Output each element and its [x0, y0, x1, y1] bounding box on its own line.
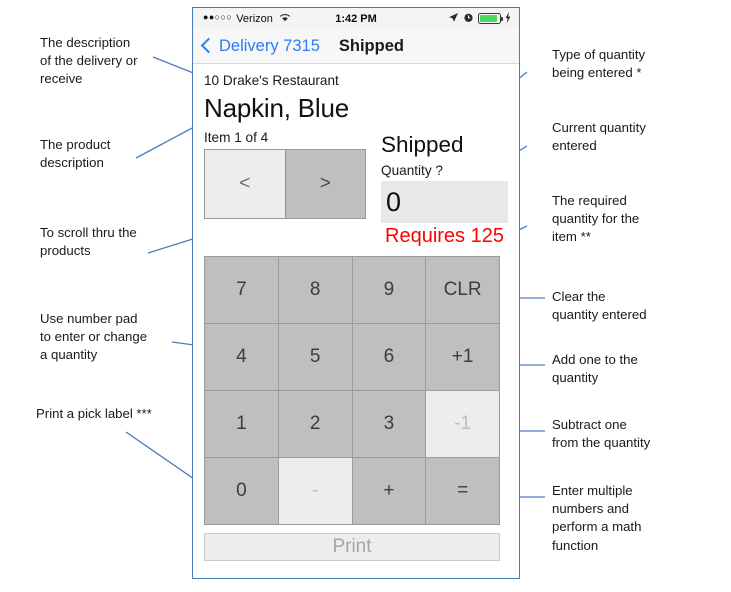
quantity-input[interactable]: 0 [381, 181, 508, 223]
delivery-description: 10 Drake's Restaurant [204, 73, 339, 88]
annotation-required-quantity: The required quantity for the item ** [552, 193, 640, 245]
annotation-add-one: Add one to the quantity [552, 352, 638, 386]
quantity-column: Shipped Quantity ? 0 Requires 125 [370, 130, 508, 248]
product-description: Napkin, Blue [204, 93, 350, 123]
status-bar-left: ●●○○○ Verizon [203, 13, 291, 25]
back-button[interactable]: Delivery 7315 [200, 36, 320, 56]
item-and-quantity-row: Item 1 of 4 < > Shipped Quantity ? 0 Req… [204, 130, 508, 248]
back-button-label: Delivery 7315 [219, 36, 320, 55]
key-plus[interactable]: + [352, 458, 426, 524]
key-1[interactable]: 1 [205, 391, 278, 457]
status-bar-right [448, 11, 511, 26]
lightning-bolt-icon [505, 11, 511, 26]
location-arrow-icon [448, 12, 459, 26]
key-4[interactable]: 4 [205, 324, 278, 390]
key-8[interactable]: 8 [278, 257, 352, 323]
next-item-button[interactable]: > [285, 150, 365, 218]
annotation-subtract-one: Subtract one from the quantity [552, 417, 651, 451]
annotation-delivery-description: The description of the delivery or recei… [40, 35, 138, 87]
key-3[interactable]: 3 [352, 391, 426, 457]
key-6[interactable]: 6 [352, 324, 426, 390]
key-9[interactable]: 9 [352, 257, 426, 323]
battery-icon [478, 13, 503, 24]
quantity-type-label: Shipped [381, 132, 464, 157]
key-2[interactable]: 2 [278, 391, 352, 457]
annotation-quantity-type: Type of quantity being entered * [552, 47, 646, 81]
annotation-print-pick-label: Print a pick label *** [36, 406, 152, 421]
alarm-clock-icon [463, 12, 474, 26]
key-minus-one[interactable]: -1 [426, 391, 499, 457]
required-quantity-text: Requires 125 [385, 225, 504, 247]
carrier-label: Verizon [236, 12, 273, 25]
screen-body: 10 Drake's Restaurant Napkin, Blue Item … [193, 64, 519, 578]
key-equals[interactable]: = [426, 458, 499, 524]
phone-screenshot-frame: ●●○○○ Verizon 1:42 PM [192, 7, 520, 579]
wifi-icon [279, 13, 291, 25]
key-7[interactable]: 7 [205, 257, 278, 323]
annotation-number-pad: Use number pad to enter or change a quan… [40, 311, 148, 363]
item-navigation-column: Item 1 of 4 < > [204, 130, 370, 248]
previous-item-button[interactable]: < [205, 150, 286, 218]
annotation-product-description: The product description [40, 137, 111, 171]
print-button[interactable]: Print [204, 533, 500, 561]
annotation-current-quantity: Current quantity entered [552, 120, 646, 154]
key-0[interactable]: 0 [205, 458, 278, 524]
key-plus-one[interactable]: +1 [426, 324, 499, 390]
item-counter: Item 1 of 4 [204, 130, 269, 145]
chevron-left-icon [200, 37, 217, 54]
annotation-math-function: Enter multiple numbers and perform a mat… [552, 483, 642, 553]
key-5[interactable]: 5 [278, 324, 352, 390]
page-title: Shipped [338, 36, 404, 55]
key-minus[interactable]: - [278, 458, 352, 524]
status-bar: ●●○○○ Verizon 1:42 PM [193, 8, 519, 29]
annotation-scroll-products: To scroll thru the products [40, 225, 137, 259]
annotation-clear-quantity: Clear the quantity entered [552, 289, 647, 323]
item-scroll-buttons: < > [204, 149, 366, 219]
signal-strength-icon: ●●○○○ [203, 12, 233, 22]
key-clear[interactable]: CLR [426, 257, 499, 323]
navigation-bar: Delivery 7315 Shipped [193, 29, 519, 64]
quantity-field-label: Quantity ? [381, 163, 443, 178]
